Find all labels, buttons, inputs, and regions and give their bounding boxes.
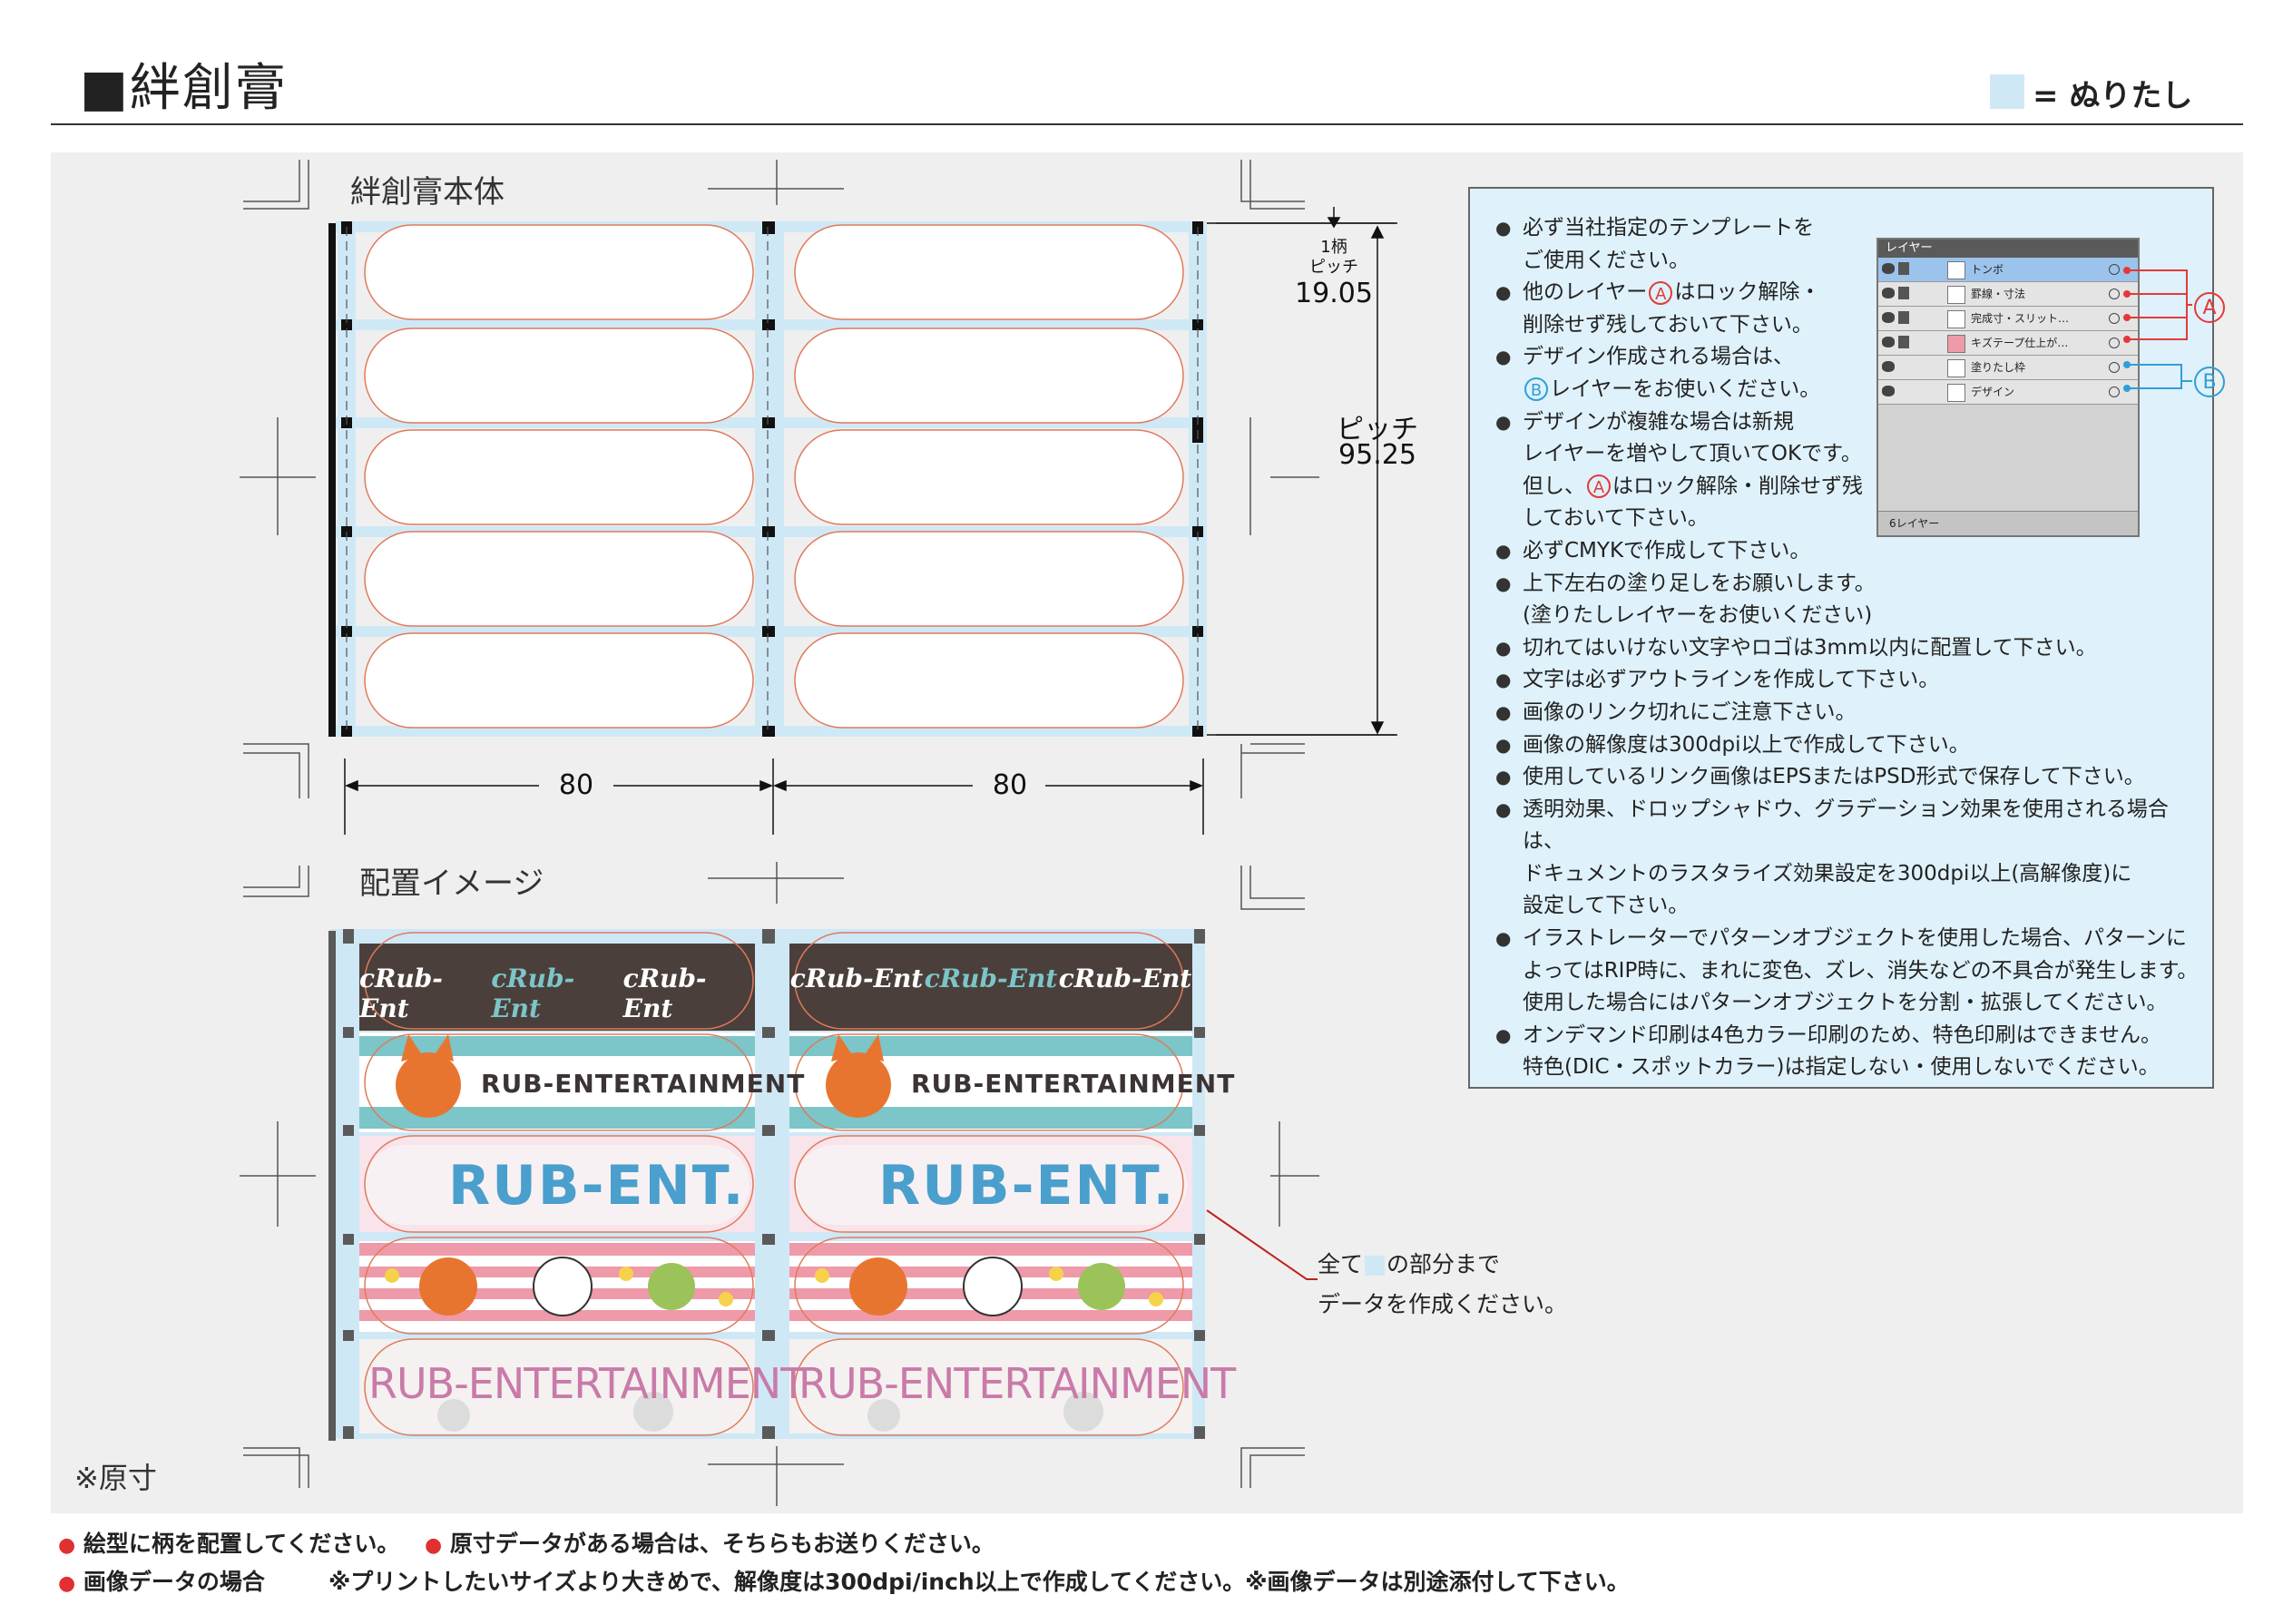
design-row-4 bbox=[359, 1241, 1192, 1332]
eye-icon bbox=[1882, 337, 1895, 347]
lock-icon bbox=[1898, 336, 1909, 348]
logo-script-text: cRub-Ent bbox=[789, 964, 924, 993]
instruction-item: デザインが複雑な場合は新規 レイヤーを増やして頂いてOKです。 但し、Aはロック… bbox=[1495, 406, 1886, 535]
layer-row: 塗りたし枠 bbox=[1878, 356, 2138, 380]
instruction-item: 透明効果、ドロップシャドウ、グラデーション効果を使用される場合は、 ドキュメント… bbox=[1495, 794, 2203, 923]
red-dot-icon: ● bbox=[58, 1534, 76, 1557]
dimension-lines bbox=[344, 207, 1397, 835]
bird-character-icon bbox=[648, 1263, 695, 1310]
brand-colorful-text: RUB-ENTERTAINMENT bbox=[368, 1359, 806, 1408]
placement-crop-marks bbox=[240, 862, 1319, 1506]
bottom-note-3-text: ※プリントしたいサイズより大きめで、解像度は300dpi/inch以上で作成して… bbox=[328, 1569, 1630, 1595]
design-row-2 bbox=[359, 1032, 1192, 1132]
template-cut-lines bbox=[346, 227, 1199, 731]
panda-character-icon bbox=[963, 1257, 1023, 1316]
callout-leader-line bbox=[1206, 1209, 1318, 1280]
logo-script-text: cRub-Ent bbox=[924, 964, 1058, 993]
title-rule bbox=[51, 123, 2243, 125]
callout-line2: データを作成ください。 bbox=[1318, 1291, 1568, 1317]
instruction-item: 必ず当社指定のテンプレートを ご使用ください。 bbox=[1495, 212, 2203, 277]
layer-row: キズテープ仕上が… bbox=[1878, 331, 2138, 356]
instruction-item: 切れてはいけない文字やロゴは3mm以内に配置して下さい。 bbox=[1495, 632, 2203, 665]
callout-line1-before: 全て bbox=[1318, 1251, 1364, 1277]
template-section-label: 絆創膏本体 bbox=[350, 174, 505, 210]
placement-section-label: 配置イメージ bbox=[359, 866, 544, 902]
marker-a-icon: A bbox=[2194, 292, 2225, 323]
eye-icon bbox=[1882, 361, 1895, 372]
layers-panel-illustration: レイヤー トンボ 罫線・寸法 完成寸・スリット… キズテープ仕上が… 塗りたし枠… bbox=[1876, 238, 2140, 537]
instruction-item: 使用しているリンク画像はEPSまたはPSD形式で保存して下さい。 bbox=[1495, 761, 2203, 794]
bird-character-icon bbox=[1078, 1263, 1125, 1310]
cat-character-icon bbox=[419, 1257, 477, 1316]
eye-icon bbox=[1882, 288, 1895, 298]
bottom-note-2: ● 原寸データがある場合は、そちらもお送りください。 bbox=[425, 1531, 995, 1557]
red-dot-icon: ● bbox=[58, 1572, 76, 1595]
bleed-legend-label: = ぬりたし bbox=[2033, 78, 2193, 114]
layer-row: デザイン bbox=[1878, 380, 2138, 405]
instruction-item: イラストレーターでパターンオブジェクトを使用した場合、パターンに よってはRIP… bbox=[1495, 923, 2203, 1020]
design-row-5 bbox=[359, 1339, 1192, 1433]
layer-row: 完成寸・スリット… bbox=[1878, 307, 2138, 331]
brand-long-text: RUB-ENTERTAINMENT bbox=[911, 1069, 1236, 1099]
bottom-note-1: ● 絵型に柄を配置してください。 bbox=[58, 1531, 400, 1557]
red-dot-icon: ● bbox=[425, 1534, 443, 1557]
instruction-item: 文字は必ずアウトラインを作成して下さい。 bbox=[1495, 664, 2203, 697]
logo-script-text: cRub-Ent bbox=[359, 964, 443, 1023]
logo-script-text: cRub-Ent bbox=[622, 964, 707, 1023]
page-title: ■絆創膏 bbox=[80, 59, 288, 118]
design-row-3 bbox=[359, 1136, 1192, 1232]
instruction-item: オンデマンド印刷は4色カラー印刷のため、特色印刷はできません。 特色(DIC・ス… bbox=[1495, 1020, 2203, 1084]
layer-group-brackets bbox=[2123, 267, 2192, 392]
layers-panel-title: レイヤー bbox=[1878, 240, 2138, 258]
layer-row: トンボ bbox=[1878, 258, 2138, 282]
brand-long-text: RUB-ENTERTAINMENT bbox=[481, 1069, 806, 1099]
pitch-small-label-2: ピッチ bbox=[1309, 258, 1358, 277]
marker-b-icon: B bbox=[2194, 367, 2225, 397]
lock-icon bbox=[1898, 262, 1909, 275]
cat-character-icon bbox=[849, 1257, 907, 1316]
instruction-item: 上下左右の塗り足しをお願いします。 (塗りたしレイヤーをお使いください) bbox=[1495, 568, 2203, 632]
brand-colorful-text: RUB-ENTERTAINMENT bbox=[799, 1359, 1236, 1408]
original-size-note: ※原寸 bbox=[74, 1461, 157, 1495]
eye-icon bbox=[1882, 263, 1895, 274]
placement-registration-marks bbox=[328, 929, 1205, 1441]
eye-icon bbox=[1882, 386, 1895, 396]
width-right-value: 80 bbox=[992, 769, 1028, 801]
instruction-item: 画像の解像度は300dpi以上で作成して下さい。 bbox=[1495, 729, 2203, 762]
logo-script-text: cRub-Ent bbox=[1058, 964, 1192, 993]
callout-line1-after: の部分まで bbox=[1386, 1251, 1501, 1277]
brand-short-text: RUB-ENT. bbox=[878, 1154, 1176, 1218]
bleed-callout: 全ての部分まで データを作成ください。 bbox=[1318, 1245, 1567, 1325]
bottom-note-3: ● 画像データの場合 bbox=[58, 1569, 265, 1595]
width-left-value: 80 bbox=[558, 769, 594, 801]
instruction-item: 画像のリンク切れにご注意下さい。 bbox=[1495, 697, 2203, 729]
callout-swatch bbox=[1365, 1256, 1386, 1276]
star-icons bbox=[385, 1267, 1163, 1306]
pitch-small-label-1: 1柄 bbox=[1320, 238, 1347, 257]
marker-b-icon: B bbox=[1524, 377, 1548, 402]
bleed-legend-swatch bbox=[1990, 74, 2024, 109]
template-bandage-shapes bbox=[364, 224, 1184, 729]
pitch-large-value: 95.25 bbox=[1338, 439, 1416, 471]
design-row-1 bbox=[359, 944, 1192, 1031]
instruction-item: 必ずCMYKで作成して下さい。 bbox=[1495, 535, 2203, 568]
lock-icon bbox=[1898, 287, 1909, 299]
layers-panel-footer: 6レイヤー bbox=[1878, 511, 2138, 535]
marker-a-icon: A bbox=[1649, 280, 1673, 305]
marker-a-icon: A bbox=[1587, 474, 1611, 499]
eye-icon bbox=[1882, 312, 1895, 323]
placement-bandage-outlines bbox=[364, 932, 1184, 1436]
pitch-small-value: 19.05 bbox=[1295, 278, 1373, 309]
logo-script-text: cRub-Ent bbox=[491, 964, 575, 1023]
brand-short-text: RUB-ENT. bbox=[448, 1154, 746, 1218]
layer-row: 罫線・寸法 bbox=[1878, 282, 2138, 307]
pitch-large-label: ピッチ bbox=[1337, 414, 1418, 445]
lock-icon bbox=[1898, 311, 1909, 324]
panda-character-icon bbox=[533, 1257, 593, 1316]
